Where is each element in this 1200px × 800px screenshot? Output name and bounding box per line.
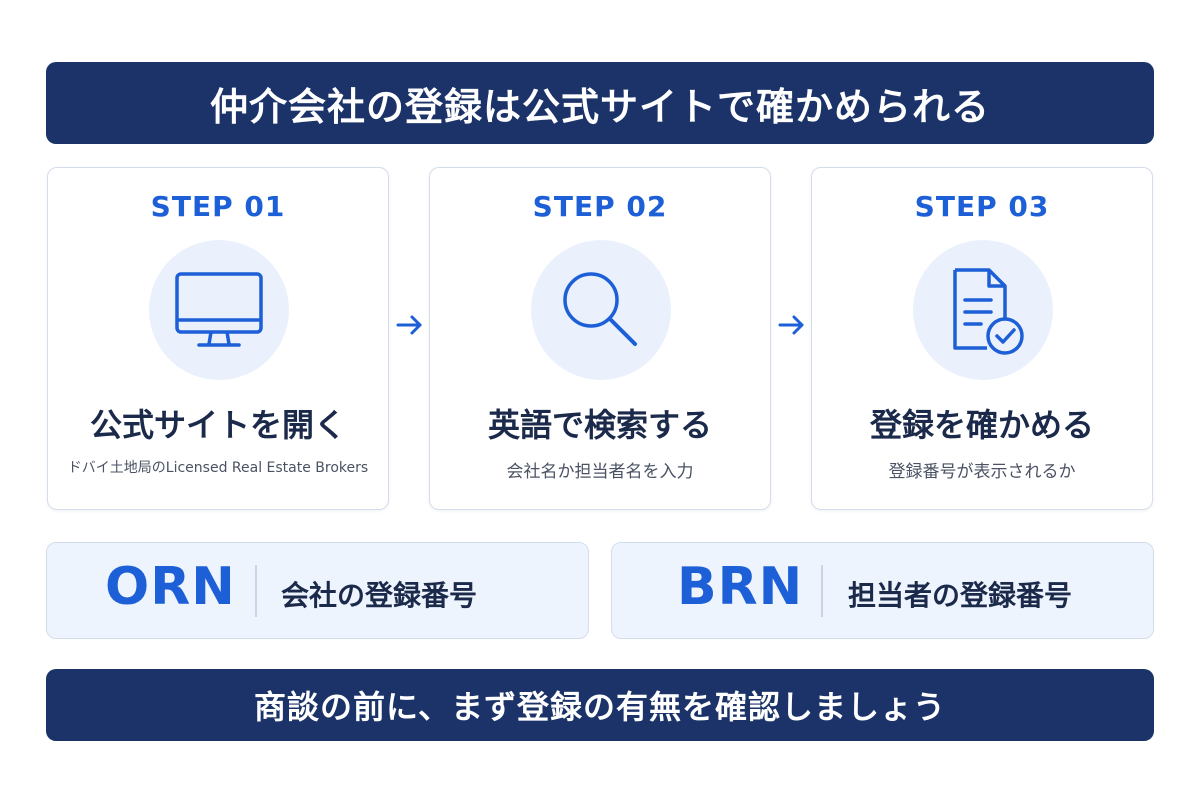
icon-circle — [531, 240, 671, 380]
step-label: STEP 01 — [150, 190, 286, 223]
arrow-right-icon — [778, 315, 804, 335]
arrow-right-icon — [396, 315, 422, 335]
step-description: 登録番号が表示されるか — [888, 462, 1076, 482]
brn-card: BRN 担当者の登録番号 — [611, 542, 1154, 639]
header-banner: 仲介会社の登録は公式サイトで確かめられる — [46, 62, 1154, 144]
step-card-2: STEP 02 英語で検索する 会社名か担当者名を入力 — [429, 167, 771, 510]
code-abbreviation: BRN — [677, 557, 804, 617]
step-label: STEP 02 — [532, 190, 668, 223]
divider — [821, 565, 823, 617]
document-check-icon — [953, 268, 1024, 355]
icon-circle — [913, 240, 1053, 380]
code-label: 会社の登録番号 — [281, 579, 478, 612]
code-label: 担当者の登録番号 — [848, 579, 1073, 612]
step-label: STEP 03 — [914, 190, 1050, 223]
footer-banner: 商談の前に、まず登録の有無を確認しましょう — [46, 669, 1154, 741]
code-abbreviation: ORN — [105, 557, 236, 617]
footer-text: 商談の前に、まず登録の有無を確認しましょう — [253, 688, 947, 726]
step-title: 公式サイトを開く — [89, 406, 346, 444]
monitor-icon — [175, 272, 263, 347]
step-description: 会社名か担当者名を入力 — [506, 462, 694, 482]
icon-circle — [149, 240, 289, 380]
magnifier-icon — [563, 272, 637, 346]
step-title: 登録を確かめる — [869, 406, 1094, 444]
step-description: ドバイ土地局のLicensed Real Estate Brokers — [67, 460, 369, 476]
orn-card: ORN 会社の登録番号 — [46, 542, 589, 639]
step-card-1: STEP 01 公式サイトを開く ドバイ土地局のLicensed Real Es… — [47, 167, 389, 510]
step-title: 英語で検索する — [487, 406, 712, 444]
step-card-3: STEP 03 登録を確かめる 登録番号が表示されるか — [811, 167, 1153, 510]
divider — [255, 565, 257, 617]
page-title: 仲介会社の登録は公式サイトで確かめられる — [209, 84, 990, 129]
